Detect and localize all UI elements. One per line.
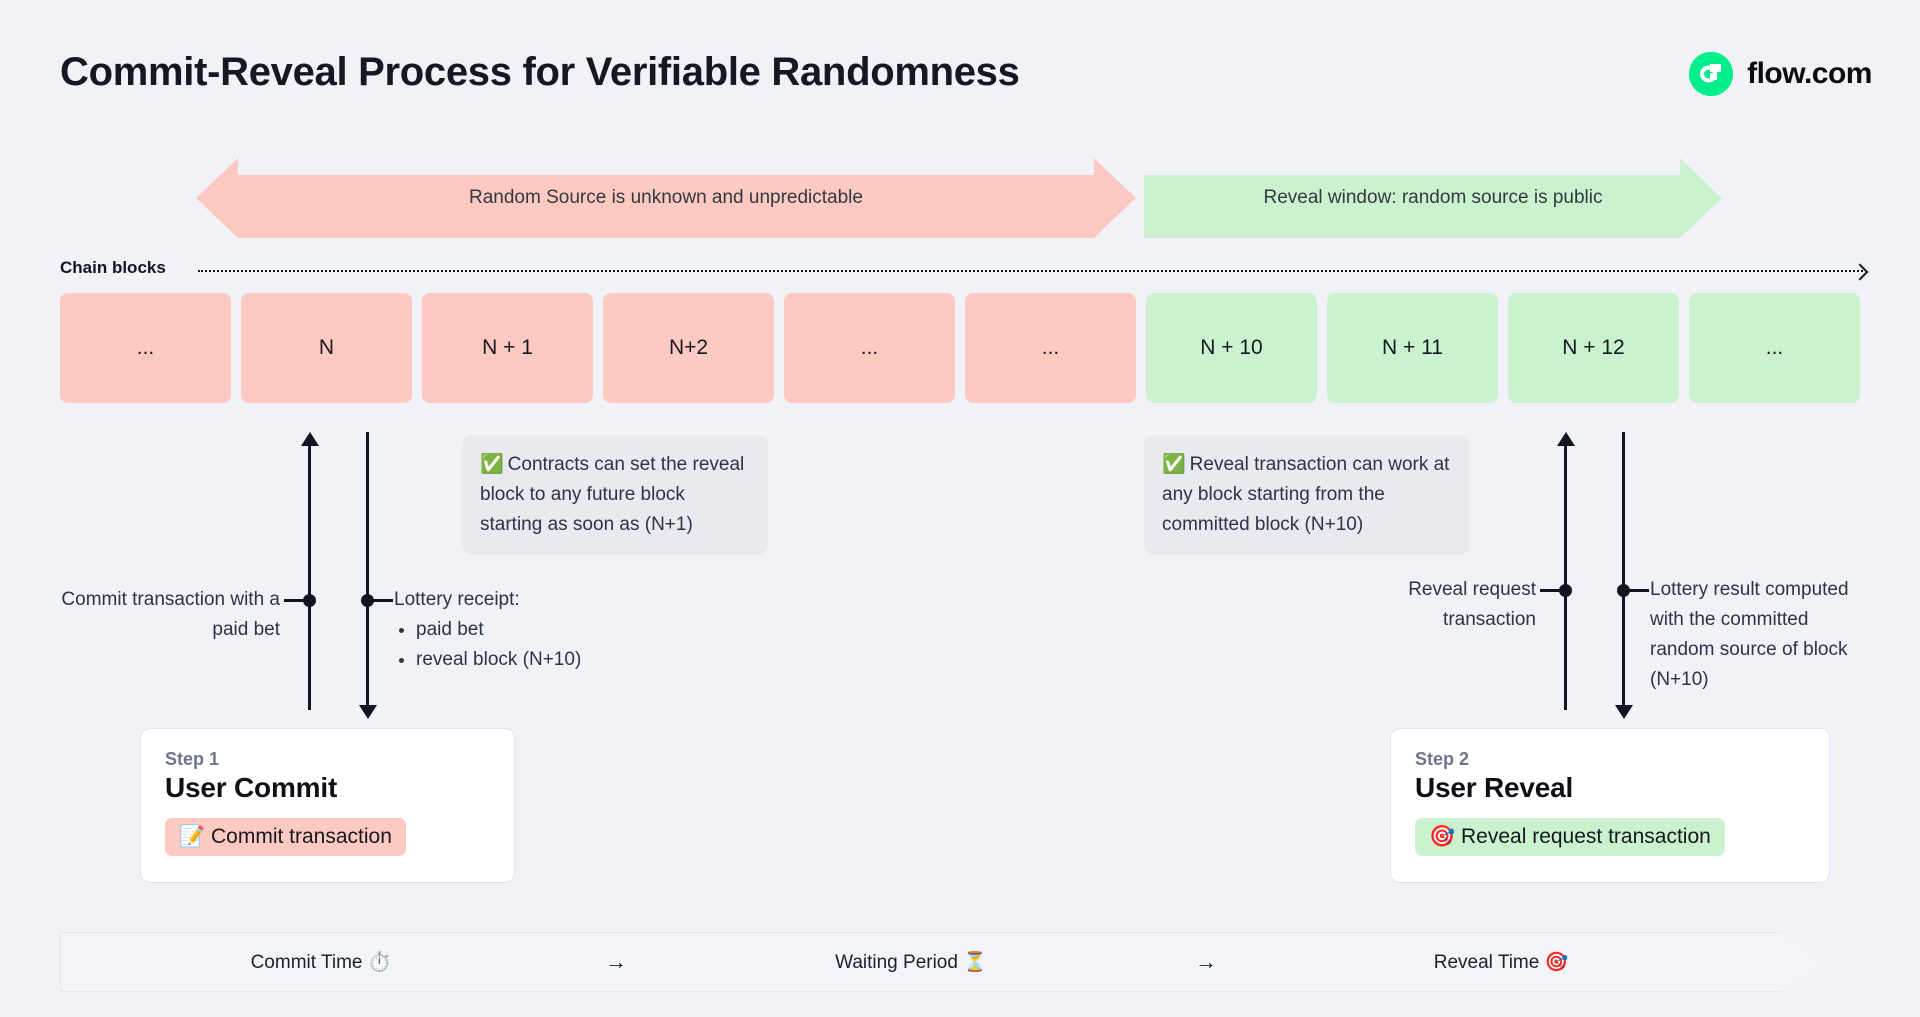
tooltip-text: Reveal transaction can work at any block… [1162,454,1450,535]
chip-label: Commit transaction [211,825,392,848]
list-item: reveal block (N+10) [416,645,694,675]
step-card-user-commit[interactable]: Step 1 User Commit 📝 Commit transaction [140,728,515,883]
lottery-result-annotation: Lottery result computed with the committ… [1650,579,1849,690]
timeline-segment-commit: Commit Time ⏱️ [250,952,392,973]
lottery-receipt-node-dot [361,594,374,607]
chain-block[interactable]: N + 11 [1327,293,1498,403]
chip-label: Reveal request transaction [1461,825,1711,848]
chain-block[interactable]: ... [965,293,1136,403]
step-card-title: User Commit [165,772,338,803]
phase-banner-unknown: Random Source is unknown and unpredictab… [196,158,1136,238]
commit-tx-stub [284,599,310,602]
chain-block[interactable]: ... [784,293,955,403]
arrow-right-icon: → [1195,949,1217,974]
timeline-segment-reveal: Reveal Time 🎯 [1433,952,1569,973]
target-icon: 🎯 [1429,825,1456,848]
chain-block[interactable]: N + 12 [1508,293,1679,403]
reveal-request-stub [1540,589,1566,592]
step-card-title: User Reveal [1415,772,1574,803]
lottery-receipt-connector-line [366,432,369,707]
bottom-timeline: Commit Time ⏱️ → Waiting Period ⏳ → Reve… [60,932,1822,992]
flow-logo-icon [1689,52,1734,96]
tooltip-text: Contracts can set the reveal block to an… [480,454,745,535]
step-card-user-reveal[interactable]: Step 2 User Reveal 🎯 Reveal request tran… [1390,728,1830,883]
page-title: Commit-Reveal Process for Verifiable Ran… [60,50,1020,94]
commit-tx-node-dot [303,594,316,607]
lottery-result-stub [1623,589,1649,592]
lottery-result-node-dot [1617,584,1630,597]
chain-block[interactable]: N+2 [603,293,774,403]
reveal-request-transaction-chip[interactable]: 🎯 Reveal request transaction [1415,818,1725,856]
commit-tx-annotation: Commit transaction with a paid bet [61,589,280,640]
lottery-receipt-title: Lottery receipt: [394,589,520,610]
chain-block[interactable]: ... [1689,293,1860,403]
chain-block[interactable]: N + 10 [1146,293,1317,403]
reveal-request-annotation: Reveal request transaction [1408,579,1536,630]
tooltip-reveal-transaction-window: ✅Reveal transaction can work at any bloc… [1144,435,1470,555]
chain-blocks-row: ... N N + 1 N+2 ... ... N + 10 N + 11 N … [60,293,1860,403]
lottery-receipt-list: paid bet reveal block (N+10) [394,615,694,675]
phase-banner-row: Random Source is unknown and unpredictab… [0,158,1920,238]
commit-tx-connector-line [308,445,311,710]
chain-block[interactable]: N + 1 [422,293,593,403]
chain-blocks-label: Chain blocks [60,258,166,277]
lottery-receipt-arrow-down-icon [359,705,377,719]
chain-block[interactable]: N [241,293,412,403]
list-item: paid bet [416,615,694,645]
brand-name: flow.com [1747,57,1872,90]
check-icon: ✅ [480,454,504,475]
step-card-step-label: Step 2 [1415,749,1470,769]
reveal-request-node-dot [1559,584,1572,597]
arrow-right-icon: → [605,949,627,974]
lottery-result-arrow-down-icon [1615,705,1633,719]
phase-label-reveal: Reveal window: random source is public [1263,187,1603,208]
step-card-step-label: Step 1 [165,749,220,769]
timeline-segment-waiting: Waiting Period ⏳ [835,952,987,973]
commit-tx-arrow-up-icon [301,432,319,446]
check-icon: ✅ [1162,454,1186,475]
lottery-receipt-stub [367,599,393,602]
lottery-receipt-annotation: Lottery receipt: paid bet reveal block (… [394,585,694,675]
lottery-result-connector-line [1622,432,1625,707]
memo-icon: 📝 [179,825,206,848]
tooltip-contracts-reveal-block: ✅Contracts can set the reveal block to a… [462,435,768,555]
reveal-request-connector-line [1564,445,1567,710]
reveal-request-arrow-up-icon [1557,432,1575,446]
commit-transaction-chip[interactable]: 📝 Commit transaction [165,818,406,856]
chain-block[interactable]: ... [60,293,231,403]
phase-banner-reveal: Reveal window: random source is public [1144,158,1722,238]
chain-timeline-arrow-icon [198,270,1863,274]
brand-logo: flow.com [1689,52,1872,96]
phase-label-unknown: Random Source is unknown and unpredictab… [469,187,863,208]
